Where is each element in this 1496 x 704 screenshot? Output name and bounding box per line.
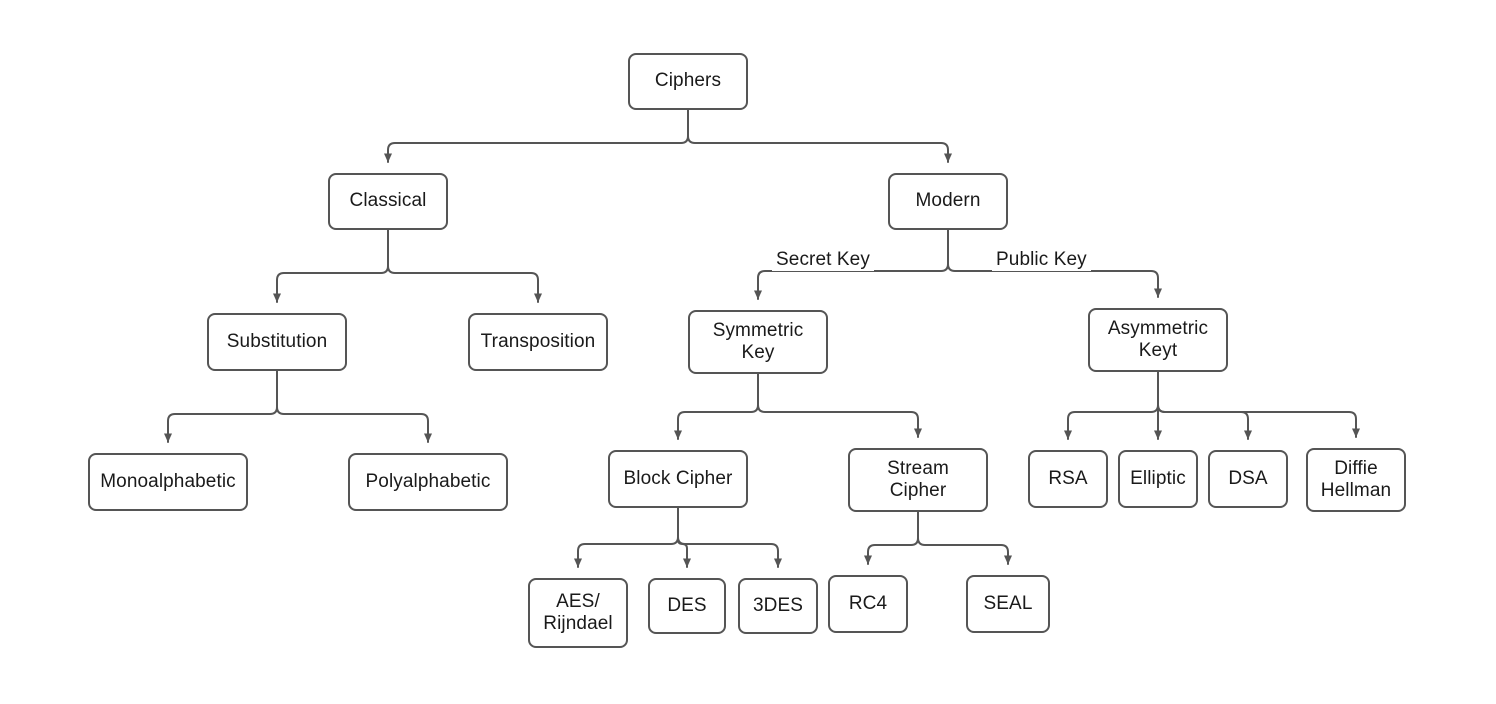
node-modern[interactable]: Modern bbox=[888, 173, 1008, 230]
node-elliptic[interactable]: Elliptic bbox=[1118, 450, 1198, 508]
node-rc4[interactable]: RC4 bbox=[828, 575, 908, 633]
edge-asymmetric-key-to-diffie-hellman bbox=[1157, 371, 1360, 438]
node-des[interactable]: DES bbox=[648, 578, 726, 634]
node-aes-rijndael[interactable]: AES/ Rijndael bbox=[528, 578, 628, 648]
node-stream-cipher[interactable]: Stream Cipher bbox=[848, 448, 988, 512]
node-polyalphabetic[interactable]: Polyalphabetic bbox=[348, 453, 508, 511]
edge-stream-cipher-to-rc4 bbox=[864, 511, 919, 565]
edge-asymmetric-key-to-dsa bbox=[1157, 371, 1252, 440]
node-ciphers[interactable]: Ciphers bbox=[628, 53, 748, 110]
secret-key-label: Secret Key bbox=[772, 249, 874, 271]
edge-asymmetric-key-to-rsa bbox=[1064, 371, 1159, 440]
node-rsa[interactable]: RSA bbox=[1028, 450, 1108, 508]
edge-stream-cipher-to-seal bbox=[917, 511, 1012, 565]
node-substitution[interactable]: Substitution bbox=[207, 313, 347, 371]
edge-block-cipher-to-des bbox=[677, 507, 691, 568]
edge-symmetric-key-to-stream-cipher bbox=[757, 373, 922, 438]
edge-symmetric-key-to-block-cipher bbox=[674, 373, 759, 440]
node-symmetric-key[interactable]: Symmetric Key bbox=[688, 310, 828, 374]
edge-ciphers-to-modern bbox=[687, 109, 952, 163]
edge-substitution-to-polyalphabetic bbox=[276, 370, 432, 443]
node-dsa[interactable]: DSA bbox=[1208, 450, 1288, 508]
edge-classical-to-transposition bbox=[387, 229, 542, 303]
node-classical[interactable]: Classical bbox=[328, 173, 448, 230]
edge-ciphers-to-classical bbox=[384, 109, 689, 163]
node-monoalphabetic[interactable]: Monoalphabetic bbox=[88, 453, 248, 511]
public-key-label: Public Key bbox=[992, 249, 1091, 271]
node-3des[interactable]: 3DES bbox=[738, 578, 818, 634]
edge-classical-to-substitution bbox=[273, 229, 389, 303]
node-transposition[interactable]: Transposition bbox=[468, 313, 608, 371]
node-seal[interactable]: SEAL bbox=[966, 575, 1050, 633]
edge-block-cipher-to-3des bbox=[677, 507, 782, 568]
node-diffie-hellman[interactable]: Diffie Hellman bbox=[1306, 448, 1406, 512]
edge-substitution-to-monoalphabetic bbox=[164, 370, 278, 443]
node-block-cipher[interactable]: Block Cipher bbox=[608, 450, 748, 508]
node-asymmetric-key[interactable]: Asymmetric Keyt bbox=[1088, 308, 1228, 372]
edge-block-cipher-to-aes-rijndael bbox=[574, 507, 679, 568]
